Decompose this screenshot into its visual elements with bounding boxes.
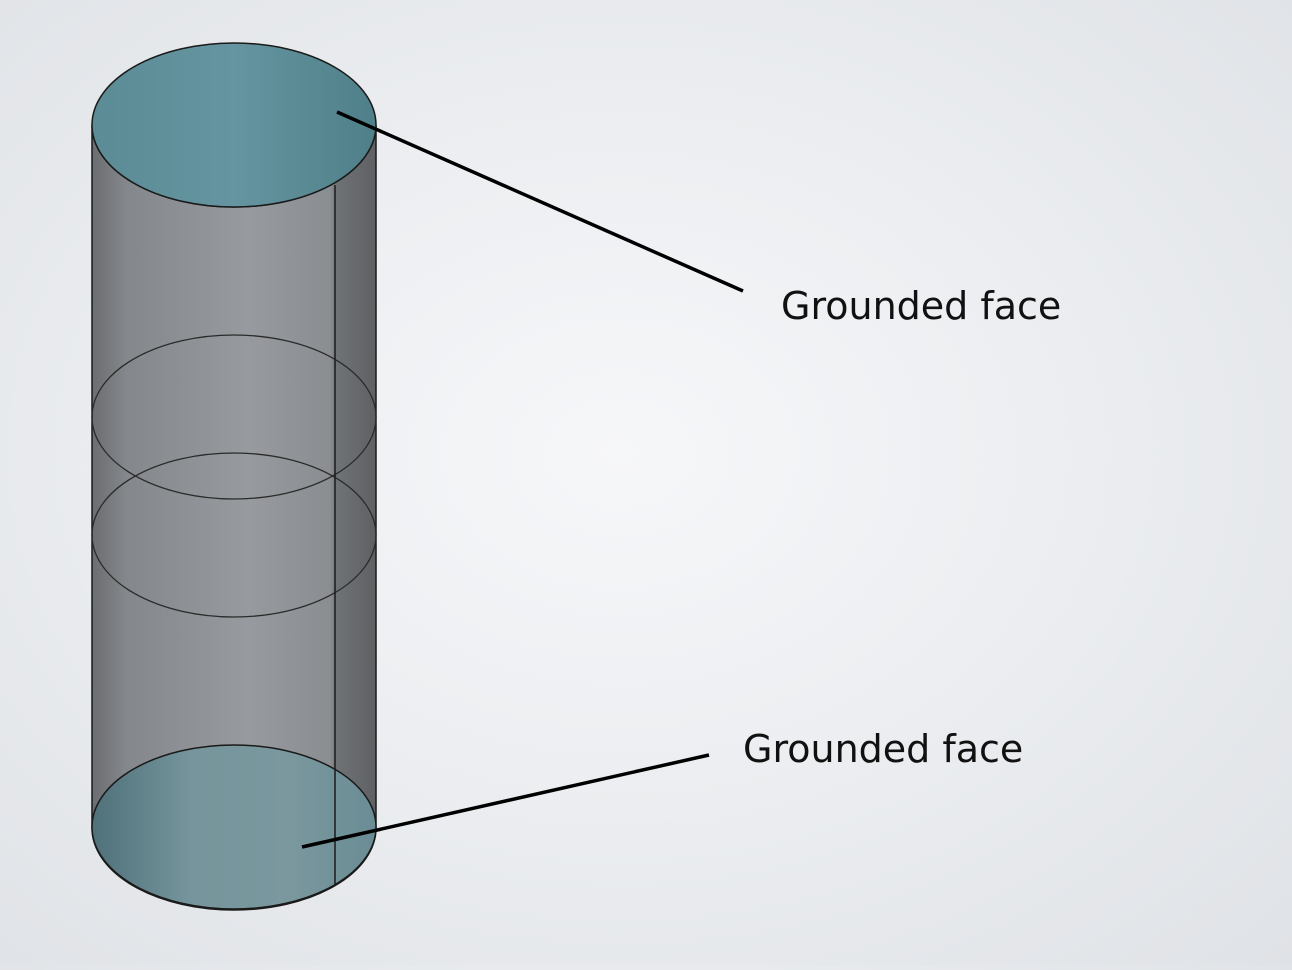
top-face-callout-label: Grounded face xyxy=(781,284,1062,328)
bottom-callout-leader-line xyxy=(301,753,710,849)
top-grounded-face[interactable] xyxy=(91,42,377,208)
bottom-grounded-face[interactable] xyxy=(91,744,377,910)
partition-edge-upper[interactable] xyxy=(91,334,377,500)
top-callout-leader-line xyxy=(336,110,744,293)
partition-edge-lower[interactable] xyxy=(91,452,377,618)
bottom-face-callout-label: Grounded face xyxy=(743,727,1024,771)
